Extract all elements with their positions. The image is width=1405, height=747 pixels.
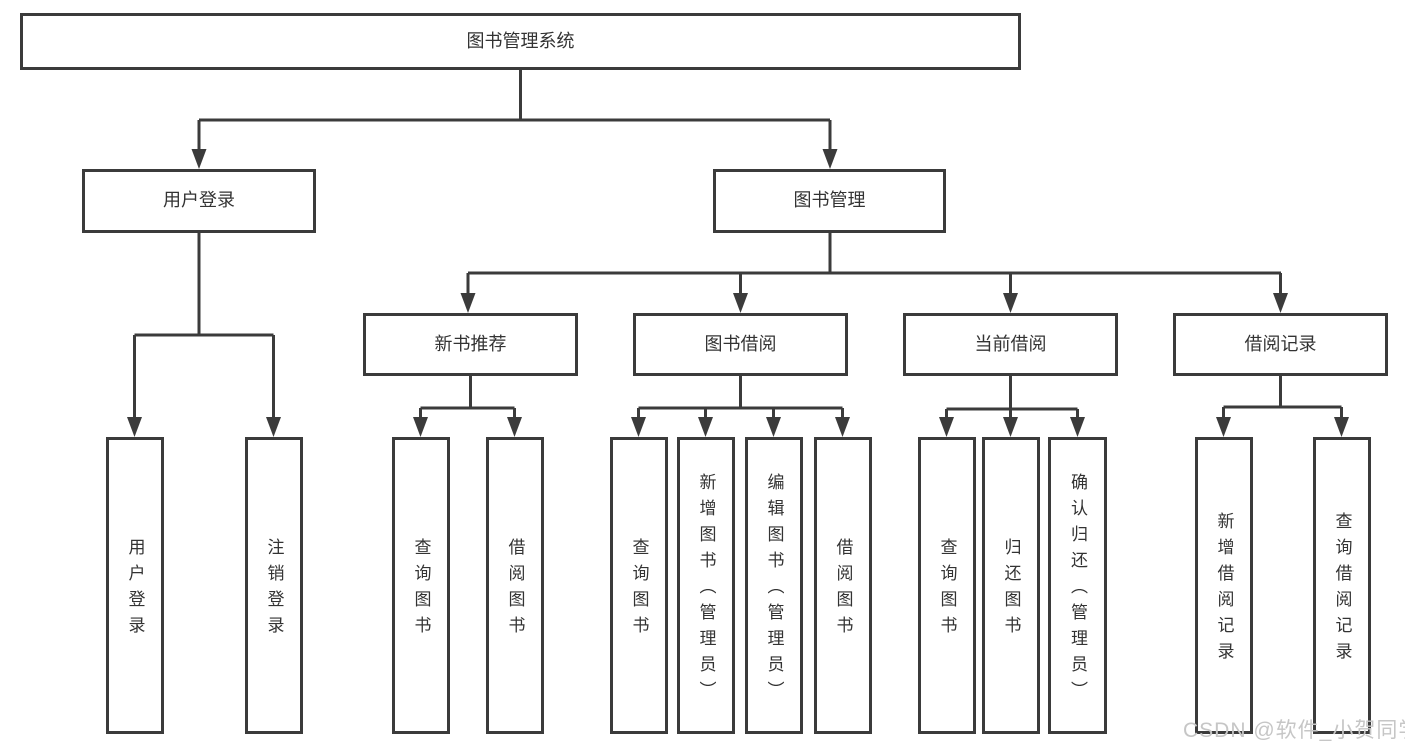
leaf-add-book-admin-label: 新增图书（管理员）	[696, 473, 716, 707]
node-book-borrowing-label: 图书借阅	[704, 333, 777, 354]
leaf-confirm-return-admin: 确认归还（管理员）	[1048, 437, 1107, 734]
leaf-borrow-books-newbook-label: 借阅图书	[505, 538, 525, 642]
node-borrow-records-label: 借阅记录	[1244, 333, 1317, 354]
leaf-query-borrow-record-label: 查询借阅记录	[1332, 512, 1352, 668]
leaf-user-login-label: 用户登录	[125, 538, 145, 642]
leaf-borrow-books-borrowing-label: 借阅图书	[833, 538, 853, 642]
node-root: 图书管理系统	[20, 13, 1021, 70]
node-root-label: 图书管理系统	[466, 30, 575, 51]
node-current-borrowing-label: 当前借阅	[974, 333, 1047, 354]
node-book-management: 图书管理	[713, 169, 946, 233]
leaf-edit-book-admin-label: 编辑图书（管理员）	[764, 473, 784, 707]
leaf-logout-label: 注销登录	[264, 538, 284, 642]
node-new-book-recommend: 新书推荐	[363, 313, 578, 376]
leaf-add-book-admin: 新增图书（管理员）	[677, 437, 735, 734]
leaf-query-books-newbook-label: 查询图书	[411, 538, 431, 642]
node-book-management-label: 图书管理	[793, 190, 866, 211]
node-book-borrowing: 图书借阅	[633, 313, 848, 376]
leaf-user-login: 用户登录	[106, 437, 164, 734]
node-current-borrowing: 当前借阅	[903, 313, 1118, 376]
leaf-borrow-books-newbook: 借阅图书	[486, 437, 544, 734]
leaf-edit-book-admin: 编辑图书（管理员）	[745, 437, 803, 734]
leaf-query-books-newbook: 查询图书	[392, 437, 450, 734]
leaf-query-books-borrowing: 查询图书	[610, 437, 668, 734]
csdn-watermark: CSDN @软件_小贺同学	[1183, 719, 1405, 742]
leaf-add-borrow-record-label: 新增借阅记录	[1214, 512, 1234, 668]
node-user-login-label: 用户登录	[163, 190, 235, 211]
leaf-query-books-borrowing-label: 查询图书	[629, 538, 649, 642]
node-new-book-recommend-label: 新书推荐	[434, 333, 507, 354]
leaf-logout: 注销登录	[245, 437, 303, 734]
leaf-query-books-current-label: 查询图书	[937, 538, 957, 642]
node-user-login: 用户登录	[82, 169, 316, 233]
leaf-confirm-return-admin-label: 确认归还（管理员）	[1068, 473, 1087, 707]
leaf-query-books-current: 查询图书	[918, 437, 976, 734]
leaf-return-book: 归还图书	[982, 437, 1040, 734]
leaf-return-book-label: 归还图书	[1001, 538, 1021, 642]
leaf-query-borrow-record: 查询借阅记录	[1313, 437, 1371, 734]
leaf-borrow-books-borrowing: 借阅图书	[814, 437, 872, 734]
leaf-add-borrow-record: 新增借阅记录	[1195, 437, 1253, 734]
node-borrow-records: 借阅记录	[1173, 313, 1388, 376]
